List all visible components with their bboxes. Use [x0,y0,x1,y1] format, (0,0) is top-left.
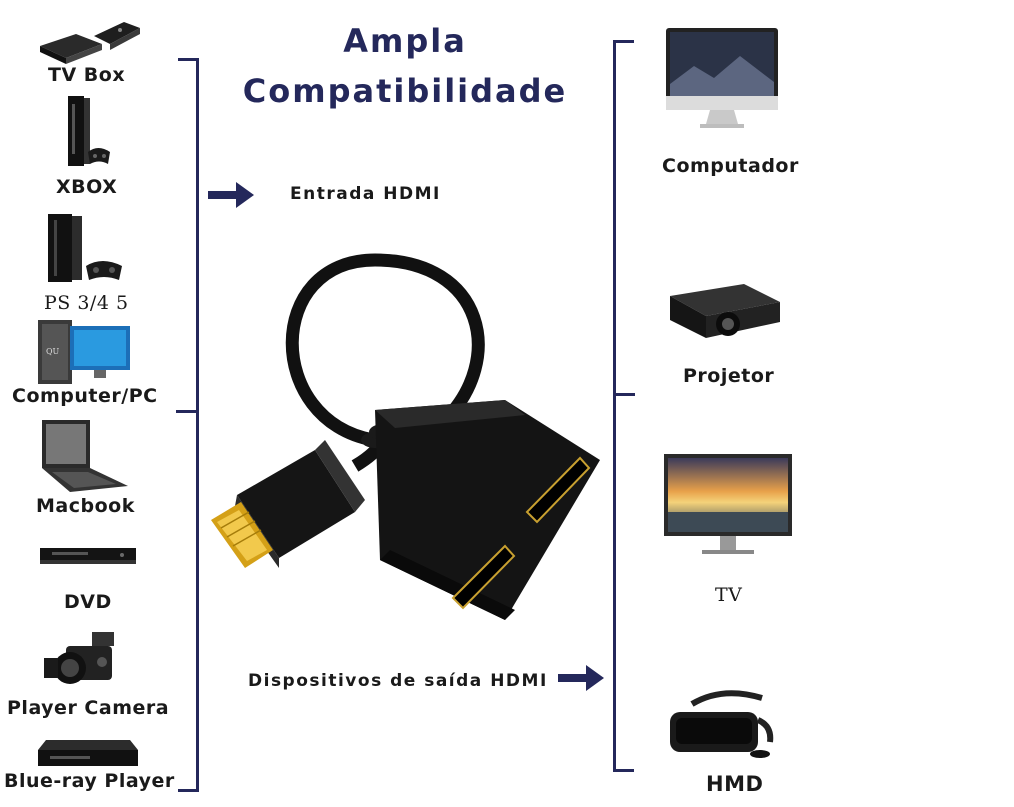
right-bracket-tick [613,393,635,396]
right-label-projetor: Projetor [683,365,775,387]
title-line-2: Compatibilidade [242,72,568,110]
vr-headset-icon [670,690,774,758]
output-arrow-icon [558,665,604,691]
svg-text:QU: QU [46,347,60,356]
left-label-xbox: XBOX [56,176,118,198]
left-label-bluray-player: Blue-ray Player [4,770,175,792]
tv-monitor-icon [664,454,792,554]
dvd-player-icon [40,548,136,564]
left-bracket-tick [176,410,198,413]
output-label: Dispositivos de saída HDMI [248,671,548,691]
desktop-pc-icon: QU [38,320,130,384]
bluray-player-icon [38,740,138,766]
video-camera-icon [44,632,114,684]
projector-icon [670,284,780,338]
left-label-dvd: DVD [64,591,112,613]
left-label-ps: PS 3/4 5 [44,292,129,314]
right-label-computador: Computador [662,155,799,177]
title-line-1: Ampla [343,22,467,60]
right-label-hmd: HMD [706,772,764,796]
input-arrow-icon [208,182,254,208]
left-label-macbook: Macbook [36,495,135,517]
playstation-console-icon [48,214,122,282]
left-label-player-camera: Player Camera [7,697,170,719]
left-bracket [178,58,199,792]
hdmi-splitter-cable-icon [211,253,600,620]
left-label-computer-pc: Computer/PC [12,385,158,407]
right-bracket [613,40,634,772]
input-label: Entrada HDMI [290,184,441,204]
xbox-console-icon [68,96,110,166]
tv-box-icon [40,22,140,64]
laptop-icon [42,420,128,492]
right-label-tv: TV [715,584,743,606]
imac-monitor-icon [666,28,778,128]
left-label-tv-box: TV Box [48,64,126,86]
